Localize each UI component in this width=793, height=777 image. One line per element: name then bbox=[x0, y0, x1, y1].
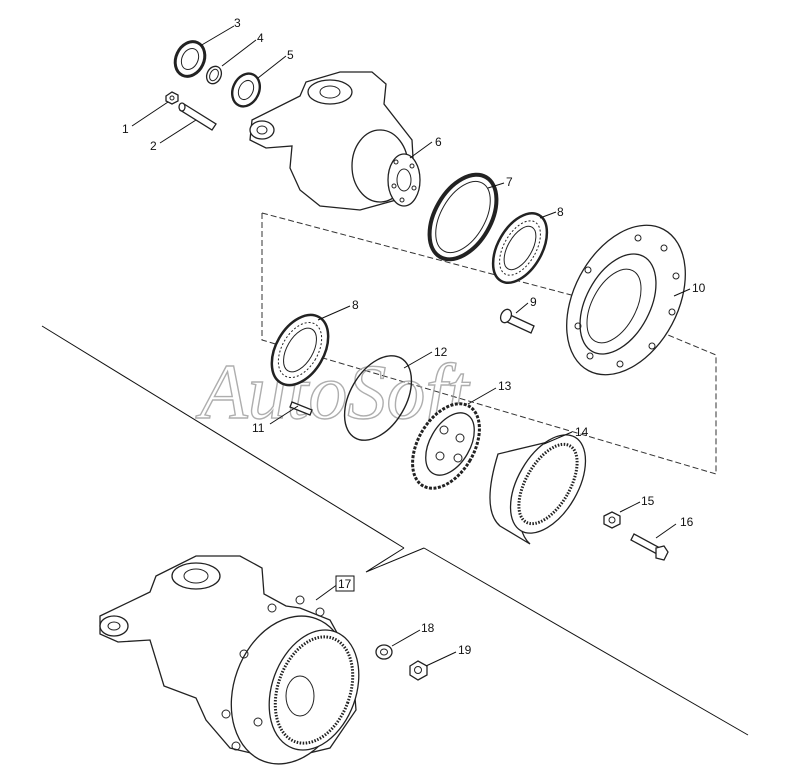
part-5-bearing[interactable] bbox=[227, 69, 265, 111]
part-14-ring-gear[interactable] bbox=[489, 422, 601, 546]
part-12-snap-ring[interactable] bbox=[331, 344, 425, 452]
callout-9: 9 bbox=[530, 295, 537, 309]
part-3-seal[interactable] bbox=[170, 37, 211, 81]
callout-8-lower: 8 bbox=[352, 298, 359, 312]
callout-1: 1 bbox=[122, 122, 129, 136]
callout-14: 14 bbox=[575, 425, 589, 439]
callout-18: 18 bbox=[421, 621, 435, 635]
part-19-nut[interactable] bbox=[409, 660, 428, 681]
callout-15: 15 bbox=[641, 494, 655, 508]
callout-2: 2 bbox=[150, 139, 157, 153]
callout-12: 12 bbox=[434, 345, 448, 359]
callout-5: 5 bbox=[287, 48, 294, 62]
callout-3: 3 bbox=[234, 16, 241, 30]
callout-10: 10 bbox=[692, 281, 706, 295]
callout-13: 13 bbox=[498, 379, 512, 393]
callout-4: 4 bbox=[257, 31, 264, 45]
callout-17-box: 17 bbox=[335, 575, 355, 592]
callout-8-upper: 8 bbox=[557, 205, 564, 219]
callout-17: 17 bbox=[338, 577, 352, 591]
part-6-steering-knuckle[interactable] bbox=[249, 71, 421, 211]
part-1-nut[interactable] bbox=[165, 91, 179, 105]
part-18-washer[interactable] bbox=[375, 644, 393, 660]
part-9-wheel-bolt[interactable] bbox=[499, 308, 535, 334]
part-11-pin[interactable] bbox=[289, 401, 313, 416]
part-15-nut[interactable] bbox=[603, 511, 621, 529]
callout-7: 7 bbox=[506, 175, 513, 189]
part-4-ring[interactable] bbox=[204, 64, 224, 86]
part-2-pin[interactable] bbox=[178, 102, 217, 131]
watermark: AutoSoft bbox=[195, 348, 471, 435]
part-10-wheel-hub[interactable] bbox=[543, 205, 710, 395]
section-divider-line bbox=[41, 325, 405, 549]
part-17-knuckle-hub-assembly[interactable] bbox=[99, 555, 375, 777]
part-13-planet-carrier[interactable] bbox=[399, 392, 493, 500]
part-7-seal-ring[interactable] bbox=[416, 163, 510, 271]
part-16-bolt[interactable] bbox=[630, 533, 669, 561]
section-divider-line bbox=[423, 547, 749, 736]
detail-pointer-line bbox=[365, 547, 425, 573]
callout-19: 19 bbox=[458, 643, 472, 657]
assembly-dashed-frame bbox=[261, 213, 717, 475]
part-8-bearing-upper[interactable] bbox=[482, 204, 558, 292]
callout-16: 16 bbox=[680, 515, 694, 529]
callout-11: 11 bbox=[252, 421, 265, 435]
callout-6: 6 bbox=[435, 135, 442, 149]
part-8-bearing-lower[interactable] bbox=[260, 305, 340, 395]
leader-lines bbox=[131, 25, 691, 667]
